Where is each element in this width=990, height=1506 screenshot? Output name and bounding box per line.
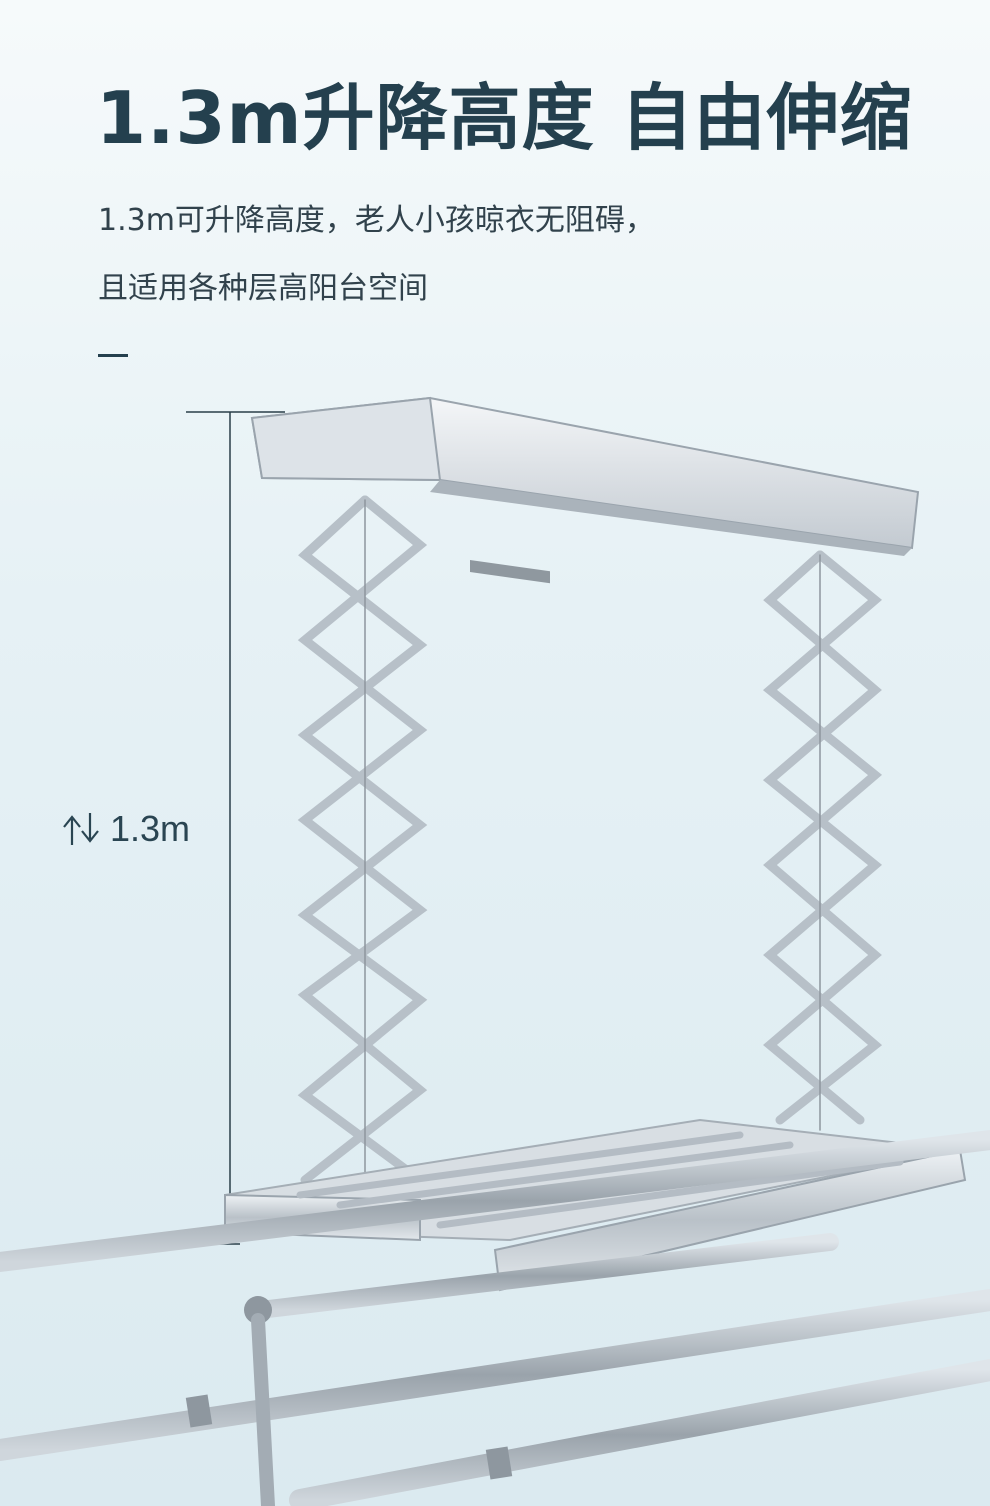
subtitle-line-2: 且适用各种层高阳台空间 <box>98 271 428 306</box>
scissor-arm-right <box>762 550 883 1131</box>
height-dimension-label: 1.3m <box>60 808 190 850</box>
height-value: 1.3m <box>110 808 191 849</box>
headline: 1.3m升降高度 自由伸缩 <box>96 76 913 160</box>
dimension-guide <box>178 411 285 1245</box>
motor-housing <box>250 396 920 584</box>
scissor-arm-left <box>297 495 428 1191</box>
accent-dash <box>98 354 128 357</box>
up-down-arrows-icon <box>63 813 99 845</box>
hanging-rods <box>0 1130 990 1506</box>
subtitle-line-1: 1.3m可升降高度，老人小孩晾衣无阻碍， <box>98 203 655 238</box>
